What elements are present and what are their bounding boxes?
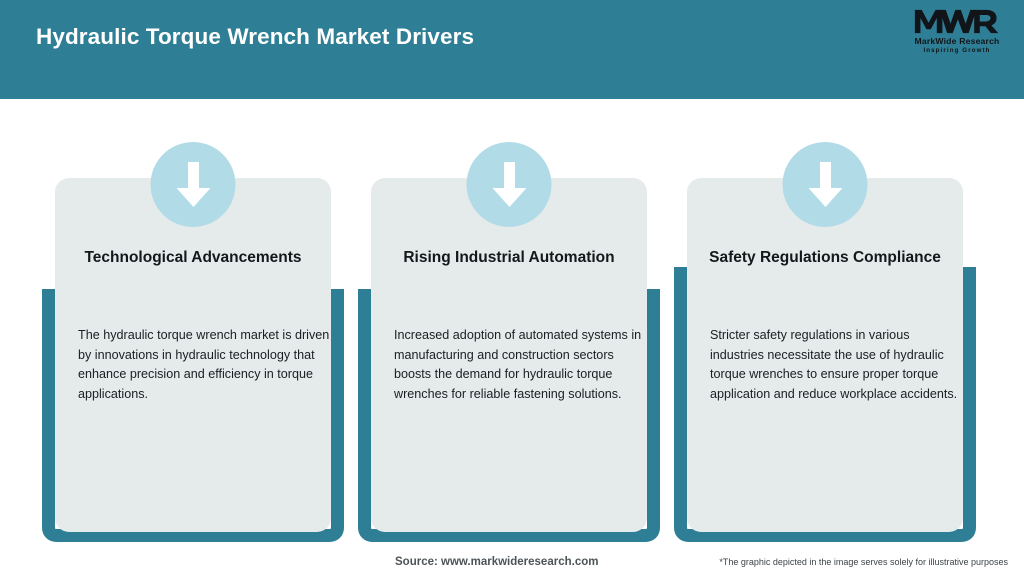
arrow-down-icon (466, 142, 552, 227)
card-panel (55, 178, 331, 532)
arrow-down-icon (150, 142, 236, 227)
brand-logo: MarkWide Research Inspiring Growth (904, 8, 1010, 58)
driver-card[interactable]: Rising Industrial Automation Increased a… (358, 99, 660, 544)
card-title: Safety Regulations Compliance (709, 249, 941, 266)
page-title: Hydraulic Torque Wrench Market Drivers (36, 24, 475, 49)
logo-tagline: Inspiring Growth (923, 47, 991, 54)
card-panel (371, 178, 647, 532)
mwr-logo-icon (914, 9, 999, 34)
logo-company-name: MarkWide Research (914, 36, 1000, 46)
card-title: Rising Industrial Automation (403, 249, 615, 266)
card-description: The hydraulic torque wrench market is dr… (78, 328, 330, 401)
card-title: Technological Advancements (84, 249, 302, 266)
driver-card[interactable]: Technological Advancements The hydraulic… (42, 99, 344, 544)
page-header: Hydraulic Torque Wrench Market Drivers M… (0, 0, 1024, 99)
source-label: Source: www.markwideresearch.com (395, 556, 599, 568)
disclaimer-label: *The graphic depicted in the image serve… (719, 557, 1008, 567)
card-panel (687, 178, 963, 532)
card-frame-accent (42, 289, 344, 542)
driver-cards: Technological Advancements The hydraulic… (0, 99, 1024, 544)
card-description: Increased adoption of automated systems … (394, 328, 642, 401)
driver-card[interactable]: Safety Regulations Compliance Stricter s… (674, 99, 976, 544)
card-description: Stricter safety regulations in various i… (710, 328, 958, 401)
card-frame-accent (674, 267, 976, 542)
arrow-down-icon (782, 142, 868, 227)
card-frame-accent (358, 289, 660, 542)
